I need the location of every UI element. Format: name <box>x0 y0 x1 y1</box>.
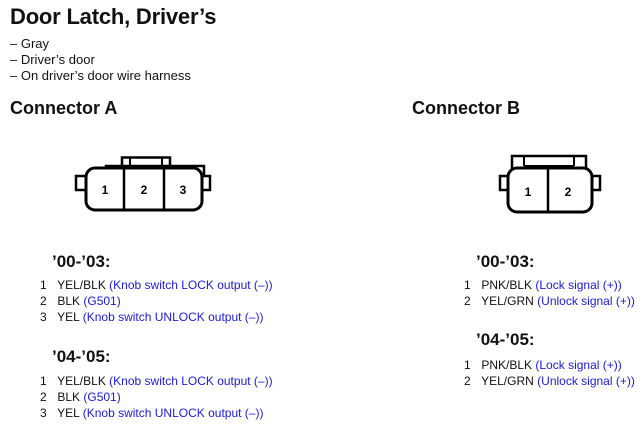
pin-number: 2 <box>40 390 47 404</box>
pin-function: (Knob switch UNLOCK output (–)) <box>82 406 264 420</box>
connector-b-pin-list: 1 PNK/BLK (Lock signal (+)) 2 YEL/GRN (U… <box>464 357 635 389</box>
connector-b-pin-list: 1 PNK/BLK (Lock signal (+)) 2 YEL/GRN (U… <box>464 277 635 309</box>
pin-number: 2 <box>464 294 471 308</box>
pin-number: 2 <box>40 294 47 308</box>
pin-label: 1 <box>102 183 109 197</box>
connector-a-heading: Connector A <box>10 98 118 118</box>
connector-a-diagram: 1 2 3 <box>74 156 212 212</box>
wire-color: BLK <box>57 390 81 404</box>
pin-function: (Knob switch LOCK output (–)) <box>109 278 273 292</box>
pin-function: (Lock signal (+)) <box>535 278 622 292</box>
pin-row: 1 YEL/BLK (Knob switch LOCK output (–)) <box>40 373 273 389</box>
pin-row: 1 PNK/BLK (Lock signal (+)) <box>464 277 635 293</box>
pin-label: 2 <box>565 185 572 199</box>
pin-number: 3 <box>40 406 47 420</box>
pin-number: 1 <box>40 374 47 388</box>
pin-row: 2 BLK (G501) <box>40 293 273 309</box>
pin-number: 1 <box>40 278 47 292</box>
wire-color: BLK <box>57 294 81 308</box>
pin-label: 1 <box>525 185 532 199</box>
pin-number: 1 <box>464 358 471 372</box>
pin-function: (G501) <box>83 294 121 308</box>
wire-color: YEL/BLK <box>57 374 106 388</box>
wire-color: YEL/GRN <box>481 294 534 308</box>
page-title: Door Latch, Driver’s <box>10 4 217 29</box>
pin-function: (Unlock signal (+)) <box>537 374 635 388</box>
wire-color: PNK/BLK <box>481 358 533 372</box>
connector-b-period: ’00-’03: <box>476 252 535 271</box>
wire-color: YEL/GRN <box>481 374 534 388</box>
wire-color: YEL/BLK <box>57 278 106 292</box>
pin-number: 3 <box>40 310 47 324</box>
pin-number: 2 <box>464 374 471 388</box>
pin-row: 1 YEL/BLK (Knob switch LOCK output (–)) <box>40 277 273 293</box>
connector-a-period: ’04-’05: <box>52 347 111 366</box>
pin-function: (Unlock signal (+)) <box>537 294 635 308</box>
connector-description: – Gray – Driver’s door – On driver’s doo… <box>10 36 191 84</box>
connector-a-pin-list: 1 YEL/BLK (Knob switch LOCK output (–)) … <box>40 373 273 421</box>
connector-b-period: ’04-’05: <box>476 330 535 349</box>
connector-a-body <box>84 166 204 212</box>
pin-row: 3 YEL (Knob switch UNLOCK output (–)) <box>40 309 273 325</box>
connector-a-pin-list: 1 YEL/BLK (Knob switch LOCK output (–)) … <box>40 277 273 325</box>
pin-row: 2 YEL/GRN (Unlock signal (+)) <box>464 373 635 389</box>
pin-row: 1 PNK/BLK (Lock signal (+)) <box>464 357 635 373</box>
wire-color: YEL <box>57 310 80 324</box>
pin-row: 2 BLK (G501) <box>40 389 273 405</box>
pin-function: (G501) <box>83 390 121 404</box>
connector-a-period: ’00-’03: <box>52 252 111 271</box>
pin-row: 3 YEL (Knob switch UNLOCK output (–)) <box>40 405 273 421</box>
pin-row: 2 YEL/GRN (Unlock signal (+)) <box>464 293 635 309</box>
wire-color: PNK/BLK <box>481 278 533 292</box>
pin-function: (Knob switch UNLOCK output (–)) <box>82 310 264 324</box>
connector-b-heading: Connector B <box>412 98 520 118</box>
pin-function: (Knob switch LOCK output (–)) <box>109 374 273 388</box>
description-line: – On driver’s door wire harness <box>10 68 191 83</box>
description-line: – Gray <box>10 36 50 51</box>
pin-label: 3 <box>180 183 187 197</box>
connector-b-diagram: 1 2 <box>498 154 602 214</box>
description-line: – Driver’s door <box>10 52 95 67</box>
wire-color: YEL <box>57 406 80 420</box>
pin-label: 2 <box>141 183 148 197</box>
connector-b-body <box>506 166 594 214</box>
pin-function: (Lock signal (+)) <box>535 358 622 372</box>
pin-number: 1 <box>464 278 471 292</box>
